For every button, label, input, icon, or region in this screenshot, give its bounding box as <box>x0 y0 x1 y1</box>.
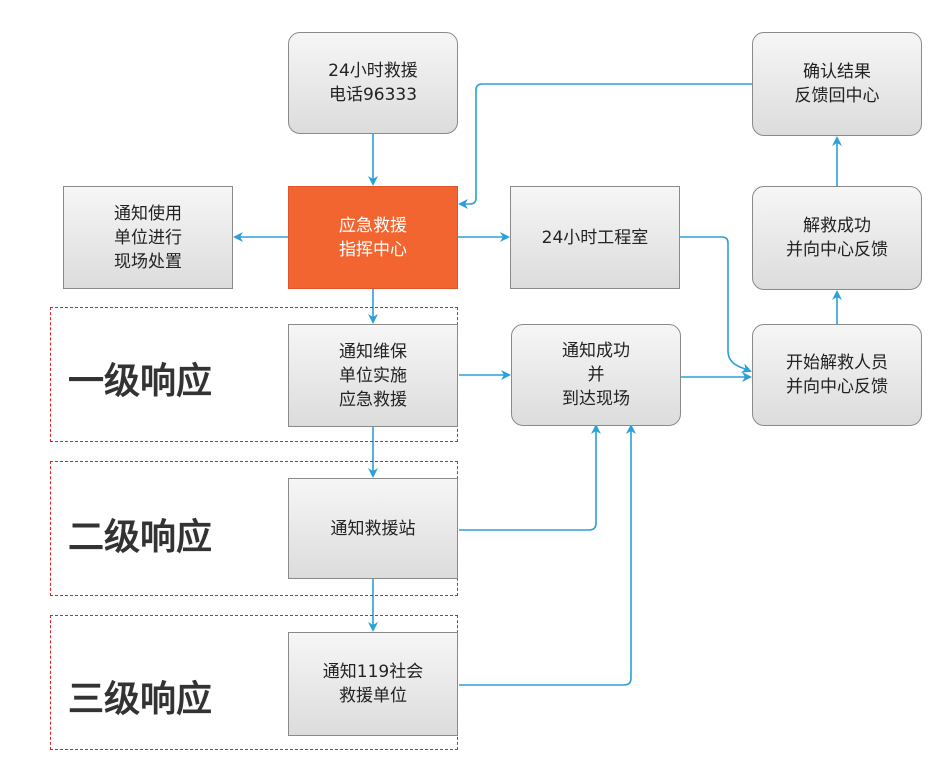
notify-success-node: 通知成功 并 到达现场 <box>511 324 681 426</box>
command-center-line-1: 应急救援 <box>339 215 407 236</box>
engineering-node: 24小时工程室 <box>510 186 680 289</box>
level1-label: 一级响应 <box>68 360 213 402</box>
notify-119-line-1: 通知119社会 <box>322 662 424 682</box>
notify-station-node: 通知救援站 <box>288 478 458 579</box>
notify-maintenance-line-3: 应急救援 <box>339 389 407 410</box>
notify-119-line-2: 救援单位 <box>339 686 407 706</box>
notify-119-node: 通知119社会 救援单位 <box>288 632 458 736</box>
arrow-engineering-to-start-rescue <box>680 236 752 373</box>
notify-user-line-3: 现场处置 <box>114 251 182 272</box>
notify-user-node: 通知使用 单位进行 现场处置 <box>63 186 233 289</box>
notify-maintenance-node: 通知维保 单位实施 应急救援 <box>288 324 458 427</box>
arrow-119-to-success <box>459 424 636 686</box>
notify-maintenance-line-2: 单位实施 <box>339 365 407 386</box>
engineering-line-1: 24小时工程室 <box>541 227 649 248</box>
notify-success-line-1: 通知成功 <box>562 341 630 361</box>
rescue-success-line-2: 并向中心反馈 <box>786 240 888 260</box>
start-rescue-line-1: 开始解救人员 <box>786 353 888 373</box>
hotline-node: 24小时救援 电话96333 <box>288 32 458 134</box>
confirm-result-node: 确认结果 反馈回中心 <box>752 32 922 136</box>
notify-user-line-1: 通知使用 <box>114 203 182 224</box>
confirm-result-line-2: 反馈回中心 <box>794 86 880 106</box>
rescue-success-line-1: 解救成功 <box>803 216 871 236</box>
level3-label: 三级响应 <box>68 678 213 720</box>
notify-station-line-1: 通知救援站 <box>330 518 416 539</box>
notify-success-line-3: 到达现场 <box>562 389 630 409</box>
level2-label: 二级响应 <box>68 516 213 558</box>
confirm-result-line-1: 确认结果 <box>803 62 871 82</box>
start-rescue-node: 开始解救人员 并向中心反馈 <box>752 324 922 426</box>
rescue-success-node: 解救成功 并向中心反馈 <box>752 186 922 290</box>
arrow-confirm-to-center <box>458 83 752 209</box>
notify-maintenance-line-1: 通知维保 <box>339 341 407 362</box>
arrow-station-to-success <box>459 424 601 531</box>
notify-user-line-2: 单位进行 <box>114 227 182 248</box>
notify-success-line-2: 并 <box>587 365 605 385</box>
command-center-node: 应急救援 指挥中心 <box>288 186 458 289</box>
hotline-line-2: 电话96333 <box>328 85 418 105</box>
start-rescue-line-2: 并向中心反馈 <box>786 377 888 397</box>
hotline-line-1: 24小时救援 <box>328 61 418 81</box>
command-center-line-2: 指挥中心 <box>339 239 407 260</box>
